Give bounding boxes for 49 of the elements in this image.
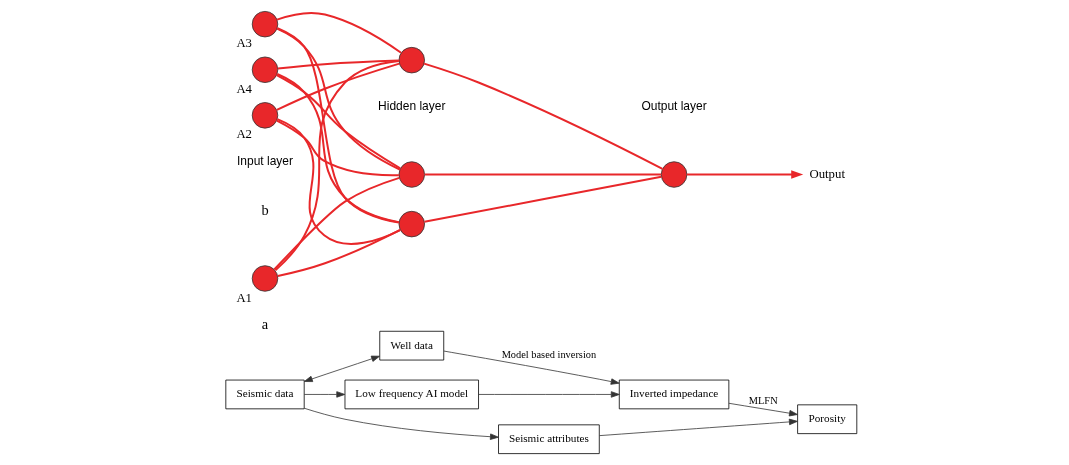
arrow: [303, 391, 346, 398]
connector: [275, 74, 402, 170]
connector: [276, 118, 402, 245]
node-box: Well data: [379, 330, 445, 361]
label: Hidden layer: [378, 99, 446, 114]
node-circle: [251, 265, 279, 292]
connector: [275, 62, 401, 111]
node-circle: [251, 102, 279, 129]
label: Output layer: [641, 99, 707, 114]
arrow: [303, 407, 499, 440]
connector: [423, 173, 663, 176]
connector: [423, 62, 664, 170]
node-label: A4: [236, 81, 253, 96]
node-box: Porosity: [797, 404, 858, 435]
node-circle: [398, 161, 425, 188]
connector: [276, 12, 403, 54]
connector: [276, 228, 402, 278]
label: Input layer: [237, 154, 293, 169]
node-circle: [660, 161, 688, 188]
edge-label: MLFN: [748, 394, 778, 406]
connector: [273, 176, 401, 271]
connector: [274, 59, 400, 272]
arrow: [686, 170, 804, 179]
node-box: Low frequency AI model: [344, 379, 479, 410]
connector: [276, 27, 401, 171]
node-label: A2: [236, 127, 253, 142]
connector: [275, 119, 400, 177]
node-circle: [251, 11, 279, 38]
arrow: [478, 391, 620, 398]
arrow: [443, 350, 620, 385]
arrow: [728, 402, 798, 417]
connector: [276, 27, 400, 224]
label: a: [261, 316, 269, 333]
connector: [276, 59, 400, 70]
edge-label: Model based inversion: [501, 348, 597, 360]
node-circle: [398, 46, 425, 74]
node-label: A3: [236, 36, 253, 51]
connector: [276, 73, 400, 224]
connector: [423, 175, 663, 223]
node-text: Output: [809, 166, 845, 181]
label: b: [261, 201, 269, 218]
node-box: Seismic data: [225, 379, 305, 410]
arrow: [599, 418, 798, 437]
node-circle: [251, 56, 279, 83]
arrow: [303, 355, 380, 382]
node-box: Seismic attributes: [498, 424, 600, 454]
node-circle: [398, 210, 425, 238]
node-box: Inverted impedance: [618, 379, 730, 410]
node-label: A1: [236, 290, 253, 305]
